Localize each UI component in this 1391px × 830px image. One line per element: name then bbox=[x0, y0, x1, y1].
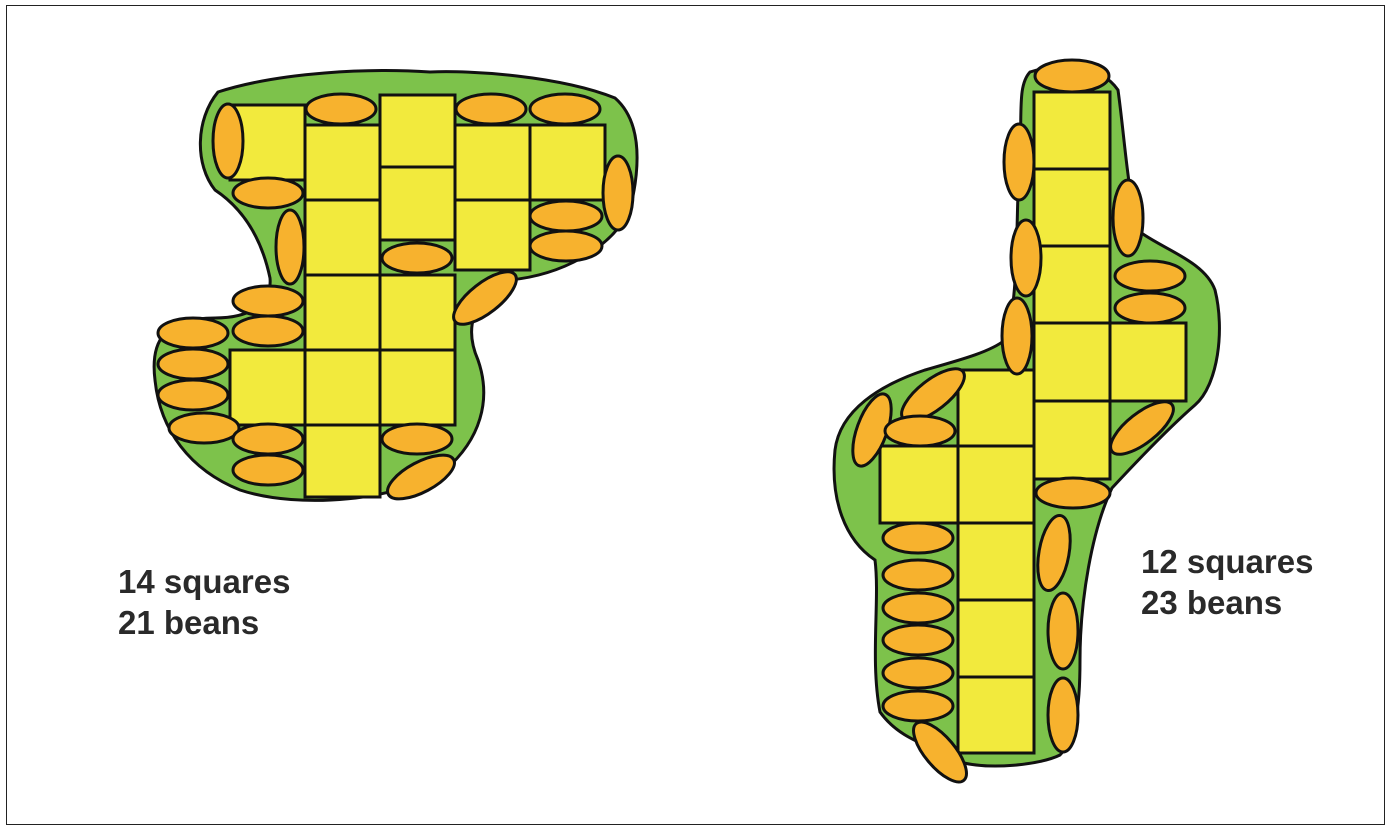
square bbox=[230, 350, 305, 425]
bean bbox=[883, 691, 953, 721]
right-shape bbox=[834, 60, 1219, 790]
bean bbox=[456, 94, 526, 124]
right-caption: 12 squares 23 beans bbox=[1141, 541, 1313, 623]
square bbox=[1034, 169, 1110, 246]
square bbox=[305, 200, 380, 275]
bean bbox=[382, 243, 452, 273]
square bbox=[1034, 401, 1110, 479]
bean bbox=[382, 424, 452, 454]
square bbox=[305, 425, 380, 497]
bean bbox=[883, 523, 953, 553]
bean bbox=[158, 318, 228, 348]
square bbox=[880, 446, 958, 523]
bean bbox=[158, 380, 228, 410]
bean bbox=[1002, 298, 1032, 374]
square bbox=[305, 350, 380, 425]
bean bbox=[603, 156, 633, 230]
bean bbox=[276, 210, 304, 284]
bean bbox=[233, 424, 303, 454]
right-beans-count: 23 beans bbox=[1141, 582, 1313, 623]
bean bbox=[530, 94, 600, 124]
bean bbox=[1048, 678, 1078, 752]
square bbox=[305, 275, 380, 350]
bean bbox=[1113, 180, 1143, 256]
square bbox=[958, 523, 1034, 600]
square bbox=[380, 275, 455, 350]
bean bbox=[883, 658, 953, 688]
left-beans-count: 21 beans bbox=[118, 602, 290, 643]
square bbox=[1034, 323, 1110, 401]
square bbox=[380, 95, 455, 167]
square bbox=[455, 200, 530, 270]
bean bbox=[1035, 60, 1109, 92]
left-squares-count: 14 squares bbox=[118, 561, 290, 602]
bean bbox=[1115, 293, 1185, 323]
bean bbox=[1115, 261, 1185, 291]
bean bbox=[1036, 478, 1110, 508]
right-squares-count: 12 squares bbox=[1141, 541, 1313, 582]
bean bbox=[233, 455, 303, 485]
bean bbox=[158, 349, 228, 379]
square bbox=[1110, 323, 1186, 401]
square bbox=[958, 677, 1034, 753]
square bbox=[1034, 92, 1110, 169]
bean bbox=[1004, 124, 1034, 200]
square bbox=[958, 446, 1034, 523]
bean bbox=[233, 316, 303, 346]
bean bbox=[213, 104, 243, 178]
bean bbox=[883, 560, 953, 590]
square bbox=[305, 125, 380, 200]
left-shape bbox=[154, 71, 637, 508]
square bbox=[380, 167, 455, 240]
left-caption: 14 squares 21 beans bbox=[118, 561, 290, 643]
square bbox=[380, 350, 455, 425]
bean bbox=[885, 416, 955, 446]
bean bbox=[233, 286, 303, 316]
square bbox=[455, 125, 530, 200]
bean bbox=[1011, 220, 1041, 296]
bean bbox=[530, 231, 602, 261]
bean bbox=[306, 94, 376, 124]
bean bbox=[1048, 593, 1078, 669]
square bbox=[958, 370, 1034, 446]
square bbox=[530, 125, 605, 200]
bean bbox=[233, 178, 303, 208]
square bbox=[1034, 246, 1110, 323]
bean bbox=[530, 201, 602, 231]
bean bbox=[169, 413, 239, 443]
bean bbox=[883, 625, 953, 655]
bean bbox=[883, 593, 953, 623]
square bbox=[958, 600, 1034, 677]
